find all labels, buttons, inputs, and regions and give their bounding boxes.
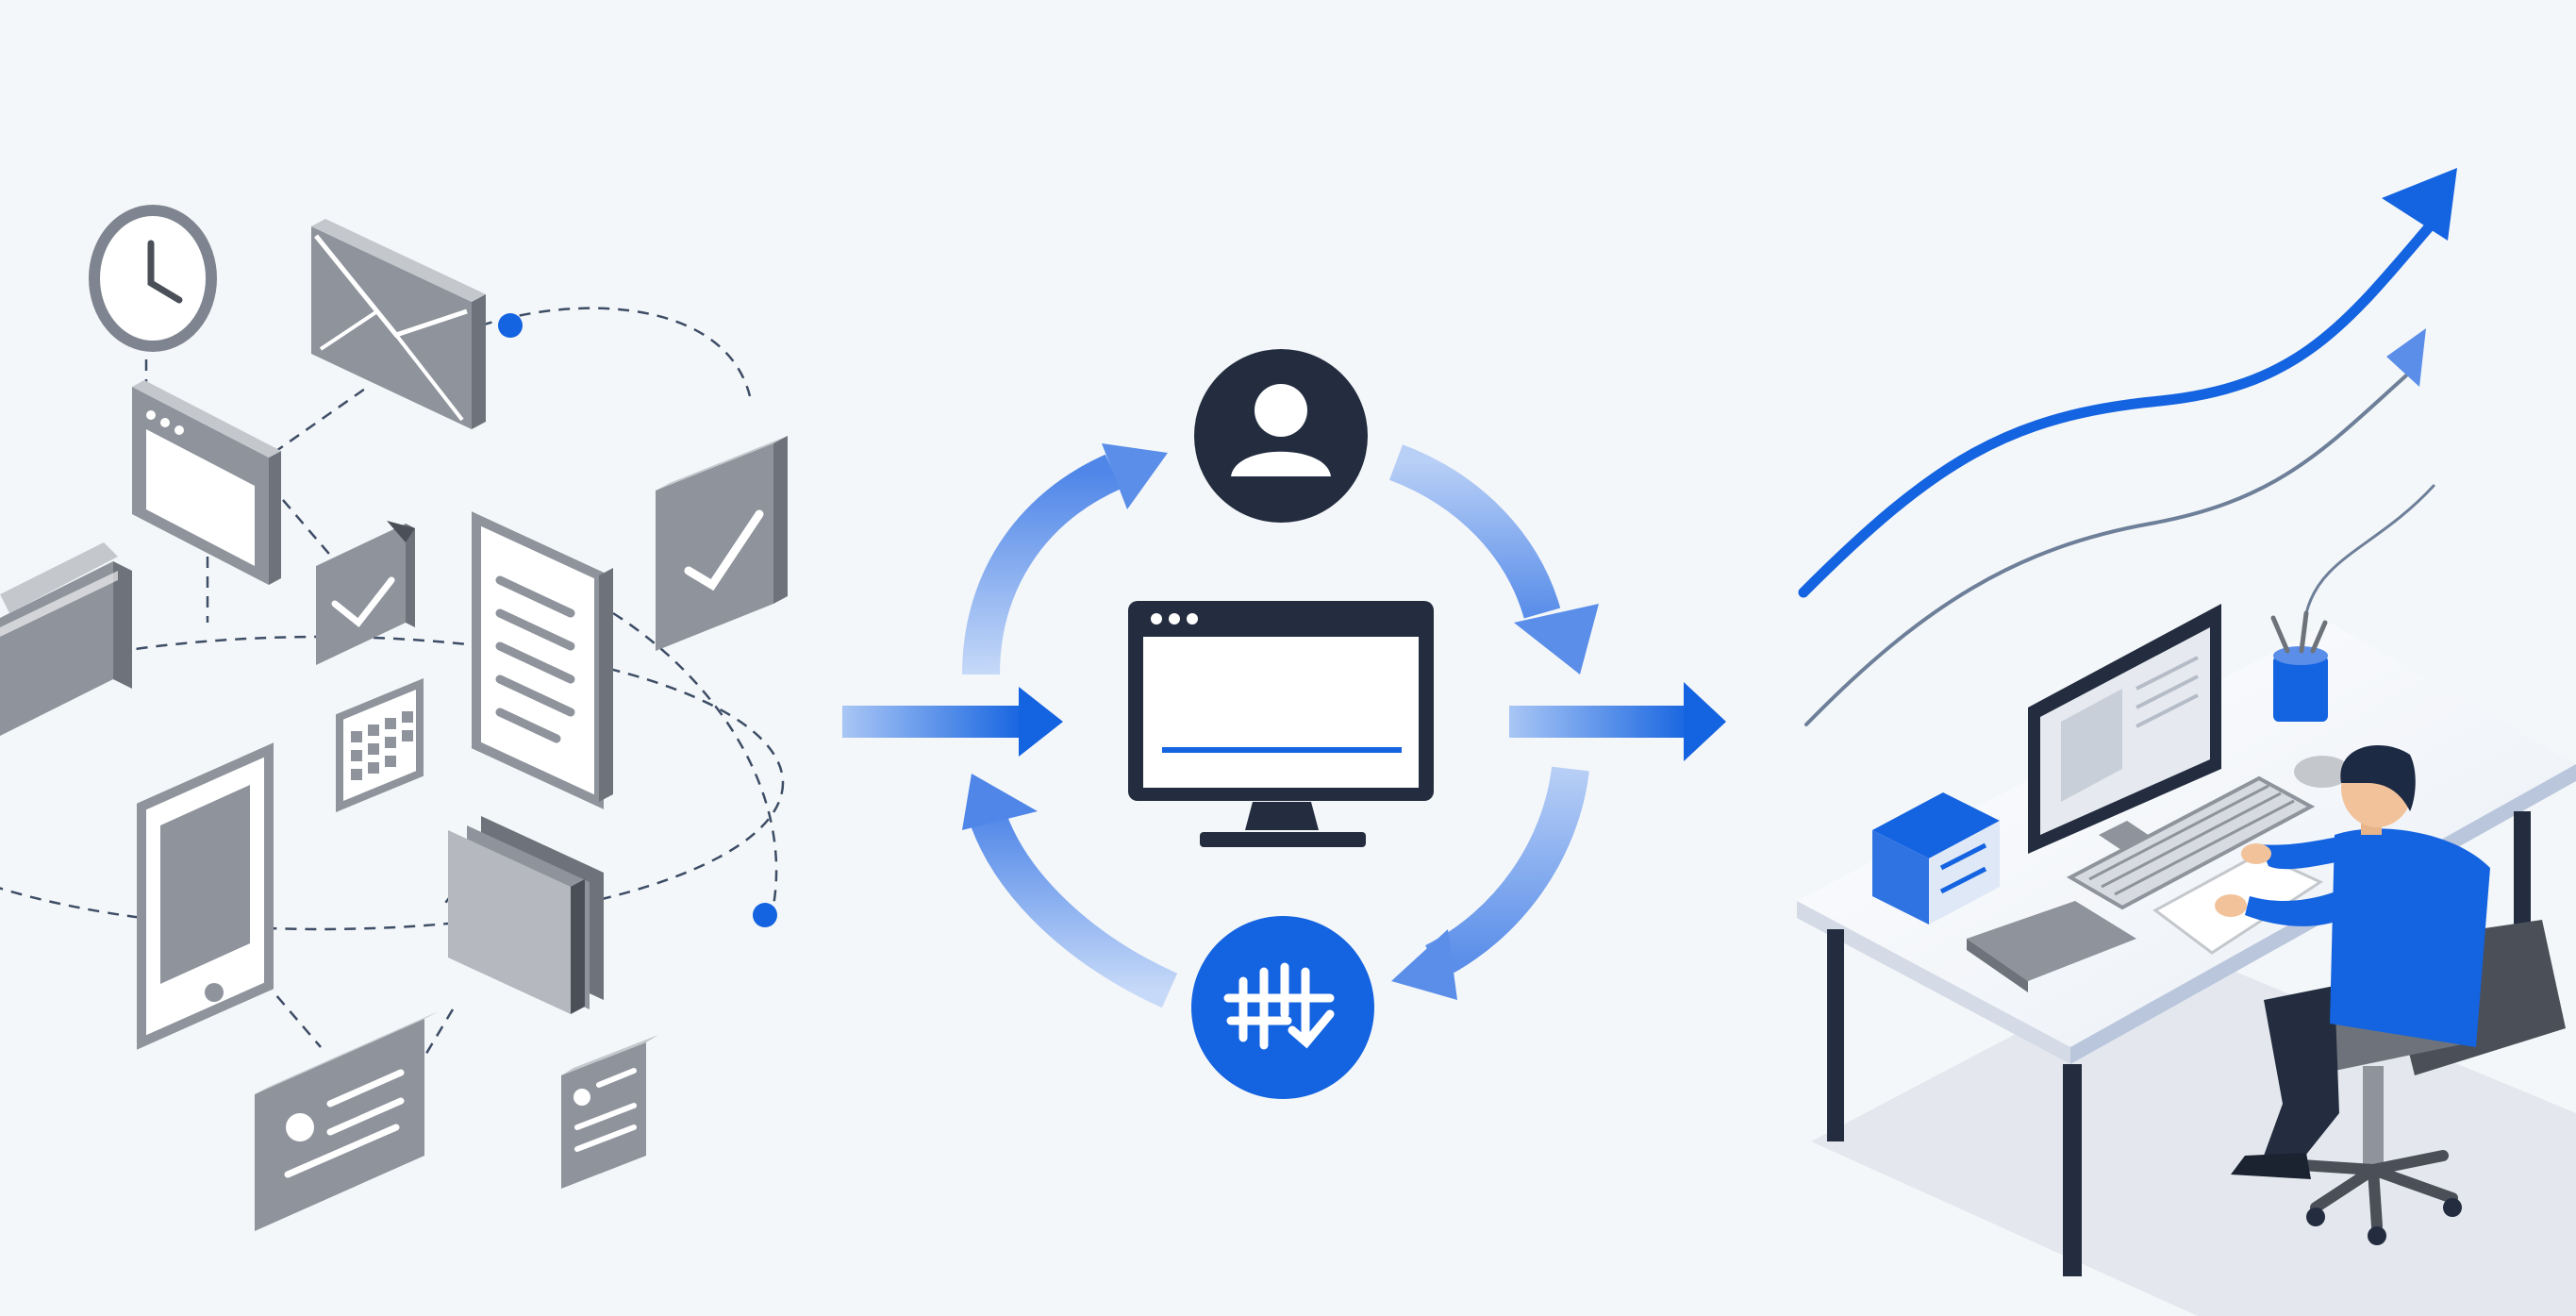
profile-card-icon	[255, 1011, 439, 1231]
right-productivity-scene	[1797, 168, 2576, 1316]
dashed-connectors	[0, 307, 785, 1058]
person	[2215, 745, 2490, 1179]
keyboard	[2066, 775, 2316, 910]
server-box	[1872, 792, 2000, 925]
ai-logo-icon	[1191, 916, 1374, 1099]
growth-arrow-faint	[2304, 484, 2435, 615]
check-document-icon	[656, 436, 788, 651]
pen-cup	[2270, 610, 2328, 722]
calendar-icon	[336, 678, 424, 812]
connector-dot-top	[498, 313, 523, 338]
checkbox-icon	[316, 521, 415, 665]
cycle-arc-top-left	[962, 443, 1168, 675]
cycle-arc-top-right	[1388, 444, 1599, 675]
envelope-icon	[311, 219, 486, 429]
cycle-arc-bottom-right	[1391, 766, 1589, 1000]
input-arrow	[842, 687, 1063, 757]
cycle-arc-bottom-left	[962, 774, 1178, 1008]
center-process-cycle	[962, 349, 1599, 1099]
document-icon	[472, 511, 613, 809]
browser-window-icon	[132, 380, 281, 585]
left-app-cluster	[0, 205, 788, 1231]
desktop-monitor-icon	[1128, 601, 1434, 847]
clock-icon	[89, 205, 217, 352]
growth-arrow-primary	[1798, 168, 2457, 598]
closed-laptop	[1967, 901, 2136, 992]
stacked-folders-icon	[448, 816, 604, 1014]
monitor	[2028, 604, 2221, 854]
mouse	[2294, 756, 2351, 788]
smartphone-icon	[137, 742, 274, 1050]
user-avatar-icon	[1194, 349, 1368, 523]
growth-arrow-secondary	[1804, 328, 2426, 726]
output-arrow	[1509, 682, 1726, 761]
connector-dot-right	[753, 903, 777, 927]
small-card-icon	[561, 1035, 658, 1189]
folder-icon	[0, 542, 132, 736]
